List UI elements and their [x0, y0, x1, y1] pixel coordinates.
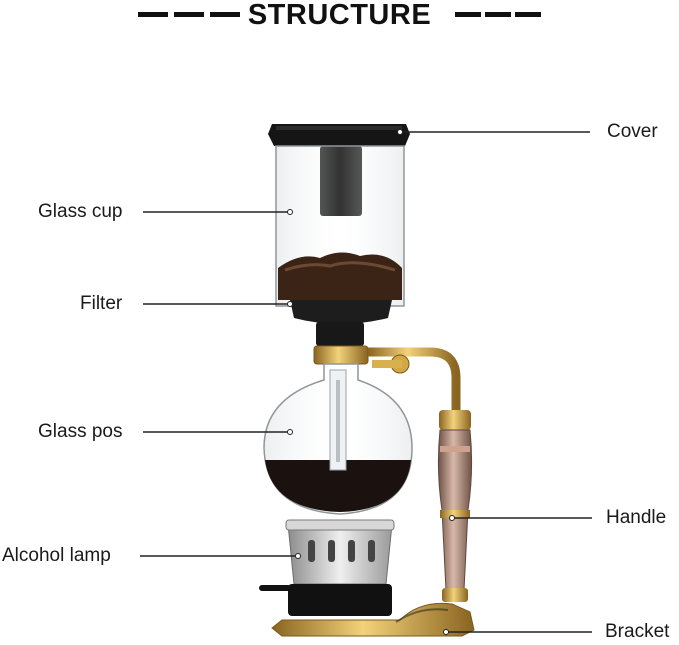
label-alcohol-lamp: Alcohol lamp — [2, 545, 111, 566]
alcohol-lamp-part — [259, 519, 395, 616]
title-dash-right-3 — [515, 12, 541, 17]
label-filter: Filter — [80, 293, 123, 314]
label-bracket: Bracket — [605, 621, 670, 642]
bracket-part — [271, 602, 475, 637]
glass-cup-part — [275, 145, 405, 307]
label-handle: Handle — [606, 507, 667, 528]
title-dash-right-1 — [455, 12, 481, 17]
leader-point-glass-cup — [287, 209, 293, 215]
leader-point-bracket — [443, 629, 449, 635]
label-glass-pos: Glass pos — [38, 421, 123, 442]
leader-point-filter — [287, 301, 293, 307]
title-dash-right-2 — [485, 12, 511, 17]
glass-pot-part — [263, 363, 413, 515]
leader-point-cover — [397, 129, 403, 135]
leader-point-alcohol-lamp — [295, 553, 301, 559]
label-glass-cup: Glass cup — [38, 201, 123, 222]
title-dash-left-1 — [138, 12, 168, 17]
filter-part — [290, 300, 392, 346]
diagram-title: STRUCTURE — [247, 0, 432, 31]
leader-lines — [140, 131, 592, 633]
leader-point-glass-pos — [287, 429, 293, 435]
leader-point-handle — [449, 515, 455, 521]
title-dash-left-3 — [210, 12, 240, 17]
handle-part — [437, 410, 473, 602]
label-cover: Cover — [607, 121, 658, 142]
leader-points — [287, 129, 455, 635]
title-dash-left-2 — [174, 12, 204, 17]
